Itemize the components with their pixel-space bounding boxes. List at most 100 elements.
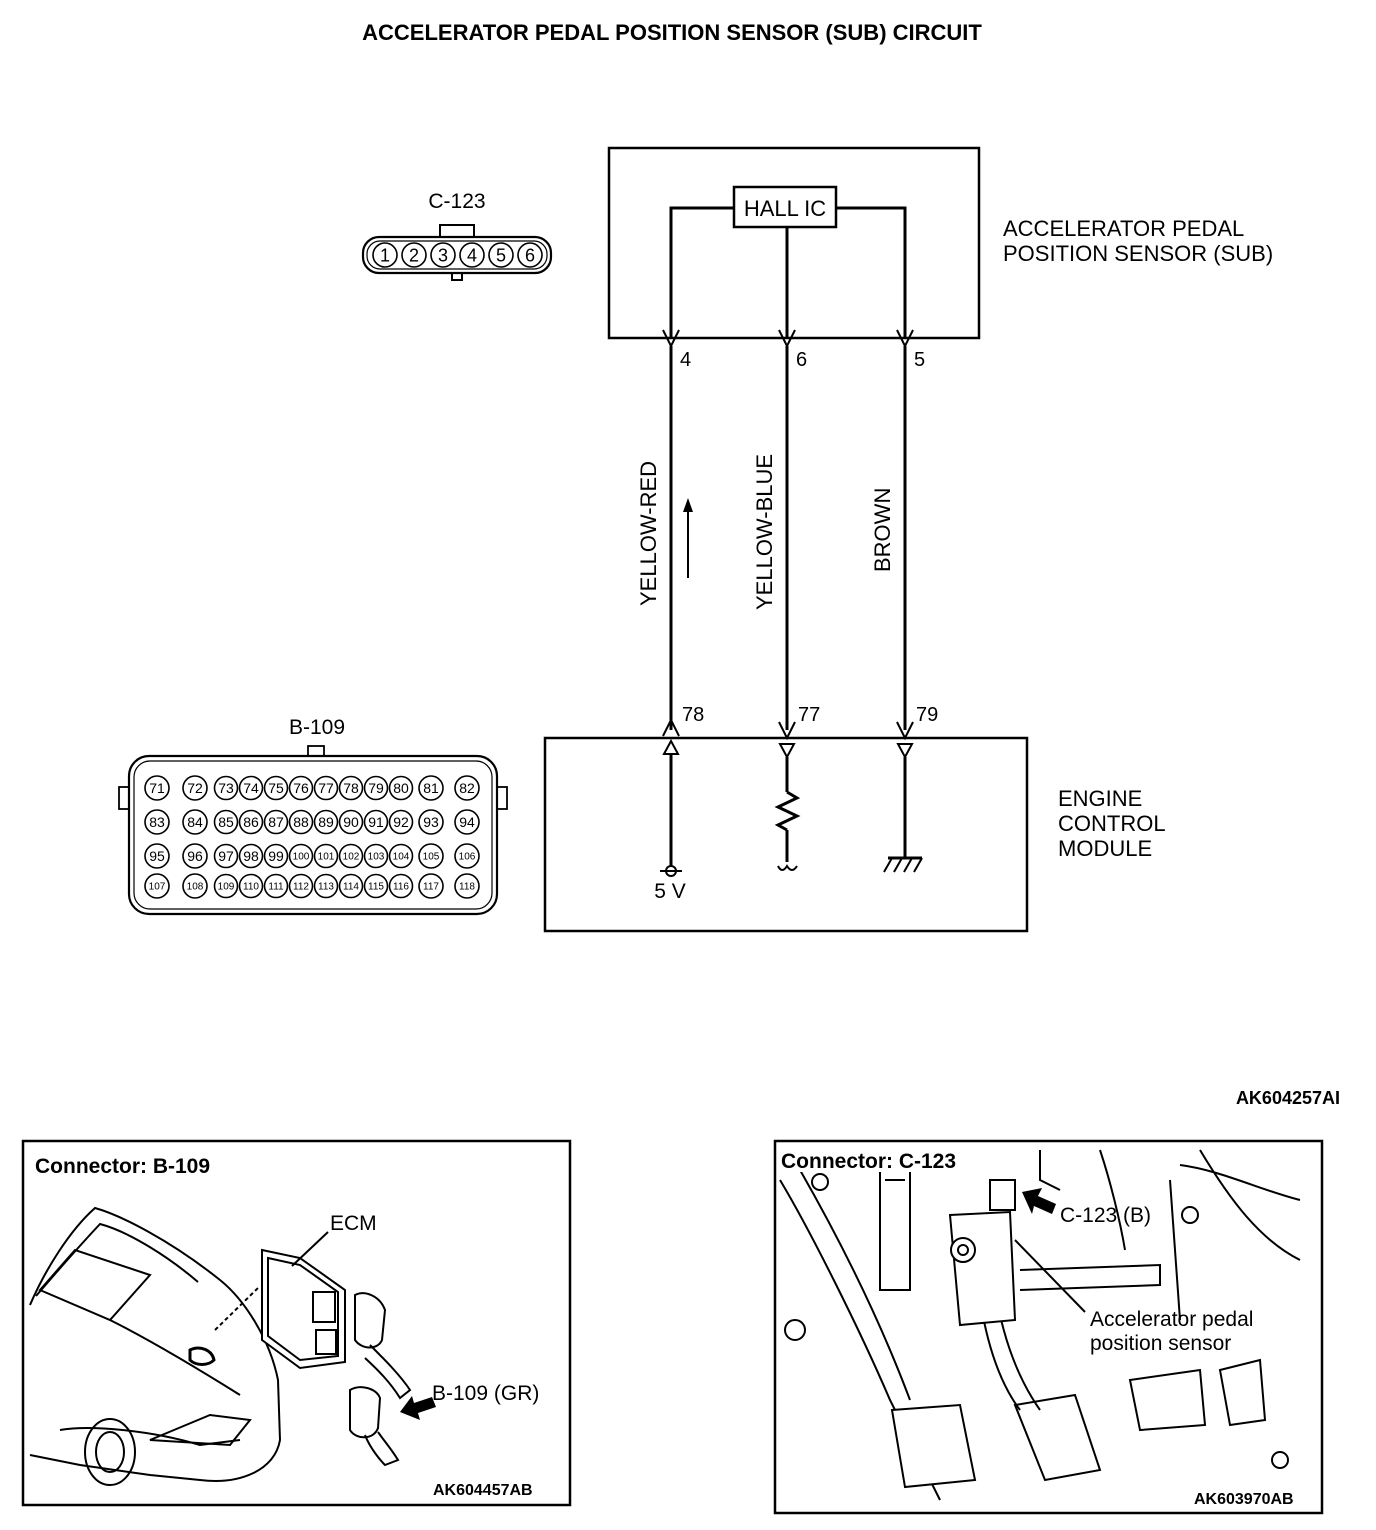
b109-pin-circle bbox=[363, 873, 389, 899]
b109-pin-circle bbox=[238, 873, 264, 899]
b109-pin-circle bbox=[418, 809, 444, 835]
ecm-pin-79: 79 bbox=[916, 704, 938, 726]
connector-b109-arrow-icon bbox=[400, 1396, 436, 1420]
b109-pin-circle bbox=[454, 775, 480, 801]
b109-pin-circle bbox=[263, 873, 289, 899]
b109-pin-circle bbox=[144, 873, 170, 899]
b109-pin: 76 bbox=[293, 780, 309, 796]
b109-pin-circle bbox=[144, 809, 170, 835]
b109-pin-circle bbox=[338, 809, 364, 835]
wire-color-yellow-red: YELLOW-RED bbox=[636, 461, 661, 606]
b109-pin: 103 bbox=[368, 852, 385, 863]
c123-pin-circle bbox=[372, 242, 398, 268]
b109-pin-circle bbox=[338, 873, 364, 899]
supply-label: 5 V bbox=[654, 880, 686, 903]
b109-pin-circle bbox=[363, 843, 389, 869]
ecm-pin-77: 77 bbox=[798, 704, 820, 726]
ecm-box bbox=[543, 736, 1029, 933]
hall-ic-label: HALL IC bbox=[744, 196, 826, 221]
b109-pin-circle bbox=[288, 775, 314, 801]
b109-pin: 94 bbox=[459, 814, 475, 830]
b109-pin-circle bbox=[288, 843, 314, 869]
ecm-input-arrow-77 bbox=[778, 743, 796, 760]
b109-pin-circle bbox=[388, 809, 414, 835]
b109-pin: 74 bbox=[243, 780, 259, 796]
b109-pin: 72 bbox=[187, 780, 203, 796]
b109-pin-circle bbox=[313, 775, 339, 801]
b109-pin-circle bbox=[144, 775, 170, 801]
b109-pin-circle bbox=[144, 843, 170, 869]
b109-pin-circle bbox=[388, 775, 414, 801]
b109-pin-circle bbox=[182, 873, 208, 899]
b109-pin-circle bbox=[418, 775, 444, 801]
b109-pin: 116 bbox=[393, 882, 409, 893]
b109-pin-circle bbox=[263, 775, 289, 801]
sensor-pin-6: 6 bbox=[796, 349, 807, 371]
connector-b109-id: B-109 bbox=[289, 716, 345, 739]
b109-pin: 118 bbox=[459, 882, 475, 893]
b109-pin: 77 bbox=[318, 780, 334, 796]
b109-pin-circle bbox=[454, 873, 480, 899]
b109-pin-circle bbox=[238, 843, 264, 869]
ecm-pin-arrow-78 bbox=[662, 717, 680, 737]
c123-pin-circle bbox=[430, 242, 456, 268]
b109-pin-circle bbox=[338, 843, 364, 869]
b109-pin-circle bbox=[213, 809, 239, 835]
ecm-input-arrow-78 bbox=[662, 738, 680, 755]
b109-pin-circle bbox=[213, 873, 239, 899]
pedal-assembly-illustration bbox=[779, 1149, 1301, 1501]
c123-pin: 1 bbox=[380, 245, 390, 265]
b109-pin-circle bbox=[238, 775, 264, 801]
b109-pin: 73 bbox=[218, 780, 234, 796]
ecm-unit-illustration bbox=[261, 1231, 412, 1467]
panel-connector-c123: Connector: C-123 C-123 (B) Accelerator p… bbox=[773, 1139, 1324, 1515]
b109-pin: 104 bbox=[393, 852, 410, 863]
b109-pin: 98 bbox=[243, 848, 259, 864]
b109-pin: 79 bbox=[368, 780, 384, 796]
b109-pin: 81 bbox=[423, 780, 439, 796]
connector-c123-arrow-icon bbox=[1022, 1188, 1056, 1214]
sensor-name-line1: ACCELERATOR PEDAL bbox=[1003, 216, 1244, 241]
b109-pin: 82 bbox=[459, 780, 475, 796]
c123-pin: 2 bbox=[409, 245, 419, 265]
b109-pin: 112 bbox=[293, 882, 309, 893]
b109-pin: 117 bbox=[423, 882, 439, 893]
c123-pin: 3 bbox=[438, 245, 448, 265]
b109-pin: 114 bbox=[343, 882, 359, 893]
b109-pin-circle bbox=[418, 873, 444, 899]
b109-pin: 75 bbox=[268, 780, 284, 796]
b109-pin-circle bbox=[454, 809, 480, 835]
b109-pin-circle bbox=[213, 775, 239, 801]
b109-pin: 92 bbox=[393, 814, 409, 830]
b109-pin: 83 bbox=[149, 814, 165, 830]
b109-pin-circle bbox=[313, 843, 339, 869]
b109-pin-circle bbox=[388, 873, 414, 899]
signal-terminal bbox=[777, 864, 798, 871]
b109-pin: 102 bbox=[343, 852, 360, 863]
c123-pin: 5 bbox=[496, 245, 506, 265]
panel-left-ecm-label: ECM bbox=[330, 1212, 377, 1235]
b109-pin-circle bbox=[388, 843, 414, 869]
b109-pin: 89 bbox=[318, 814, 334, 830]
b109-pin: 97 bbox=[218, 848, 234, 864]
current-direction-arrow bbox=[683, 498, 693, 578]
b109-pin: 99 bbox=[268, 848, 284, 864]
ground-icon bbox=[883, 856, 923, 873]
b109-pin: 95 bbox=[149, 848, 165, 864]
connector-c123-id: C-123 bbox=[428, 190, 485, 213]
panel-right-title: Connector: C-123 bbox=[781, 1150, 956, 1173]
b109-pin-circle bbox=[313, 809, 339, 835]
panel-left-figure-id: AK604457AB bbox=[433, 1482, 533, 1499]
wire-color-brown: BROWN bbox=[870, 488, 895, 572]
ecm-name-line2: CONTROL bbox=[1058, 811, 1166, 836]
b109-pin: 106 bbox=[459, 852, 476, 863]
b109-pin: 86 bbox=[243, 814, 259, 830]
b109-pin: 87 bbox=[268, 814, 284, 830]
panel-left-title: Connector: B-109 bbox=[35, 1155, 210, 1178]
b109-pin-circle bbox=[182, 775, 208, 801]
b109-pin: 80 bbox=[393, 780, 409, 796]
b109-pin: 105 bbox=[423, 852, 440, 863]
ecm-name-line3: MODULE bbox=[1058, 836, 1152, 861]
